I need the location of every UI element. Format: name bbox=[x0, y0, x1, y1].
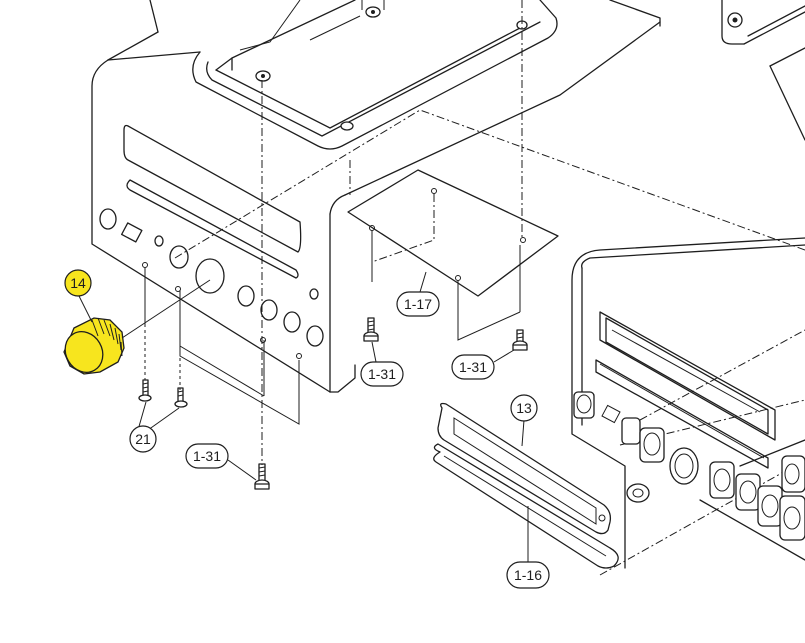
screws-front-left bbox=[138, 270, 188, 408]
front-panel bbox=[571, 237, 805, 569]
light-guide bbox=[433, 443, 619, 569]
callout-1-17: 1-17 bbox=[396, 271, 440, 317]
callout-label-1-31-left: 1-31 bbox=[368, 366, 396, 382]
callout-label-1-17: 1-17 bbox=[404, 296, 432, 312]
callout-1-31-right: 1-31 bbox=[451, 349, 515, 380]
screws-plate bbox=[363, 317, 528, 351]
callout-label-13: 13 bbox=[516, 400, 532, 416]
callout-label-1-31-bottom: 1-31 bbox=[193, 448, 221, 464]
bracket-plate bbox=[347, 0, 559, 341]
top-right-bracket bbox=[721, 0, 805, 141]
knob-part bbox=[63, 279, 211, 375]
main-chassis bbox=[91, 0, 661, 425]
window-panel bbox=[437, 402, 612, 535]
callout-1-31-left: 1-31 bbox=[360, 341, 404, 387]
callout-14: 14 bbox=[64, 269, 93, 323]
callout-label-1-16: 1-16 bbox=[514, 567, 542, 583]
callout-label-21: 21 bbox=[135, 431, 151, 447]
screw-bottom bbox=[254, 80, 270, 490]
callout-21: 21 bbox=[129, 401, 180, 453]
callout-13: 13 bbox=[510, 394, 538, 447]
guide-lines bbox=[174, 109, 805, 576]
callout-label-14: 14 bbox=[70, 275, 86, 291]
callout-label-1-31-right: 1-31 bbox=[459, 359, 487, 375]
callout-1-16: 1-16 bbox=[506, 506, 550, 589]
callout-1-31-bottom: 1-31 bbox=[185, 443, 257, 481]
